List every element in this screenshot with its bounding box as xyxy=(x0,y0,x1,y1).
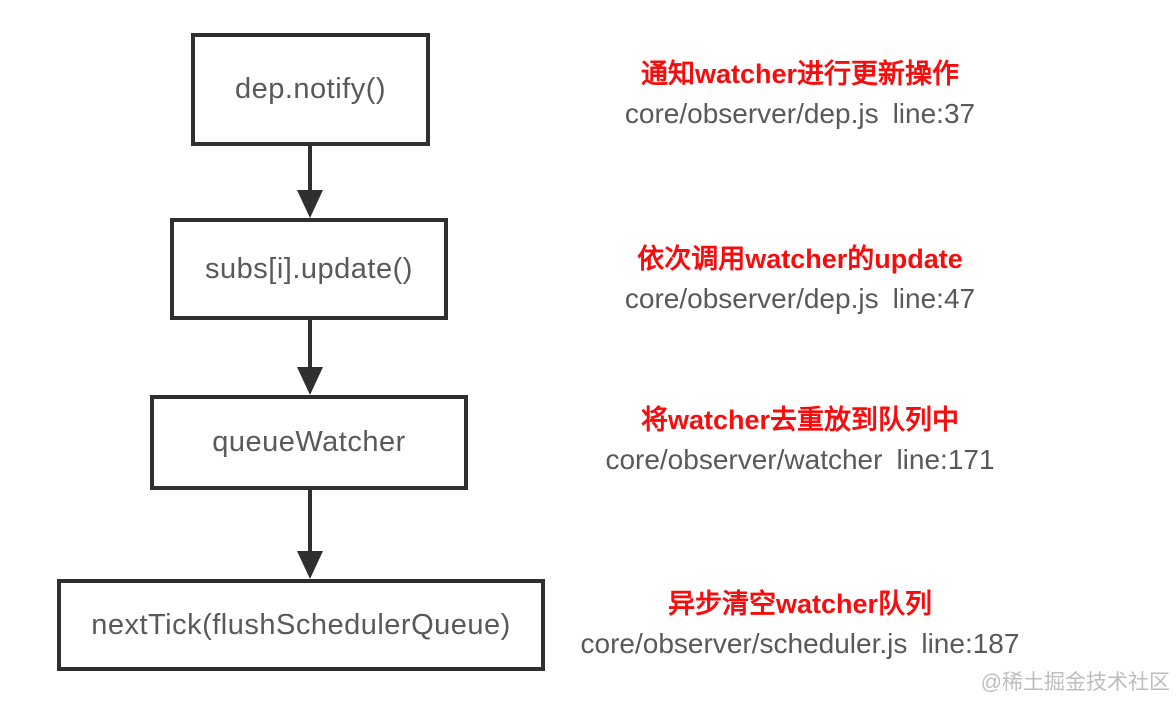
flow-node-next-tick: nextTick(flushSchedulerQueue) xyxy=(57,579,545,671)
flow-node-label: queueWatcher xyxy=(212,426,406,458)
annotation-file: core/observer/watcher xyxy=(605,444,883,475)
arrow-head xyxy=(297,367,323,395)
down-arrow-icon xyxy=(297,146,323,218)
arrow-head xyxy=(297,551,323,579)
annotation-title: 通知watcher进行更新操作 xyxy=(640,59,960,89)
annotation-line-number: line:47 xyxy=(892,283,976,314)
annotation-path: core/observer/scheduler.js line:187 xyxy=(565,628,1035,660)
arrow-head xyxy=(297,190,323,218)
arrow-shaft xyxy=(308,146,312,190)
annotation-line-number: line:187 xyxy=(921,628,1020,659)
annotation-next-tick: 异步清空watcher队列 core/observer/scheduler.js… xyxy=(565,588,1035,660)
annotation-subs-update: 依次调用watcher的update core/observer/dep.js l… xyxy=(565,243,1035,315)
annotation-line-number: line:171 xyxy=(896,444,995,475)
annotation-title: 异步清空watcher队列 xyxy=(667,589,933,619)
annotation-path: core/observer/dep.js line:47 xyxy=(565,283,1035,315)
flow-node-subs-update: subs[i].update() xyxy=(170,218,448,320)
down-arrow-icon xyxy=(297,320,323,395)
annotation-file: core/observer/dep.js xyxy=(624,283,879,314)
annotation-title: 将watcher去重放到队列中 xyxy=(640,405,960,435)
annotation-file: core/observer/dep.js xyxy=(624,98,879,129)
annotation-queue-watcher: 将watcher去重放到队列中 core/observer/watcher lin… xyxy=(565,404,1035,476)
arrow-shaft xyxy=(308,490,312,551)
annotation-title: 依次调用watcher的update xyxy=(637,244,963,274)
flow-node-label: dep.notify() xyxy=(234,73,387,105)
down-arrow-icon xyxy=(297,490,323,579)
annotation-path: core/observer/watcher line:171 xyxy=(565,444,1035,476)
annotation-line-number: line:37 xyxy=(892,98,976,129)
flow-node-queue-watcher: queueWatcher xyxy=(150,395,468,490)
flow-node-dep-notify: dep.notify() xyxy=(191,33,430,146)
annotation-path: core/observer/dep.js line:37 xyxy=(565,98,1035,130)
annotation-dep-notify: 通知watcher进行更新操作 core/observer/dep.js line… xyxy=(565,58,1035,130)
watermark: @稀土掘金技术社区 xyxy=(980,671,1170,694)
annotation-file: core/observer/scheduler.js xyxy=(580,628,908,659)
flow-node-label: subs[i].update() xyxy=(205,252,413,285)
flow-node-label: nextTick(flushSchedulerQueue) xyxy=(91,608,511,641)
arrow-shaft xyxy=(308,320,312,367)
